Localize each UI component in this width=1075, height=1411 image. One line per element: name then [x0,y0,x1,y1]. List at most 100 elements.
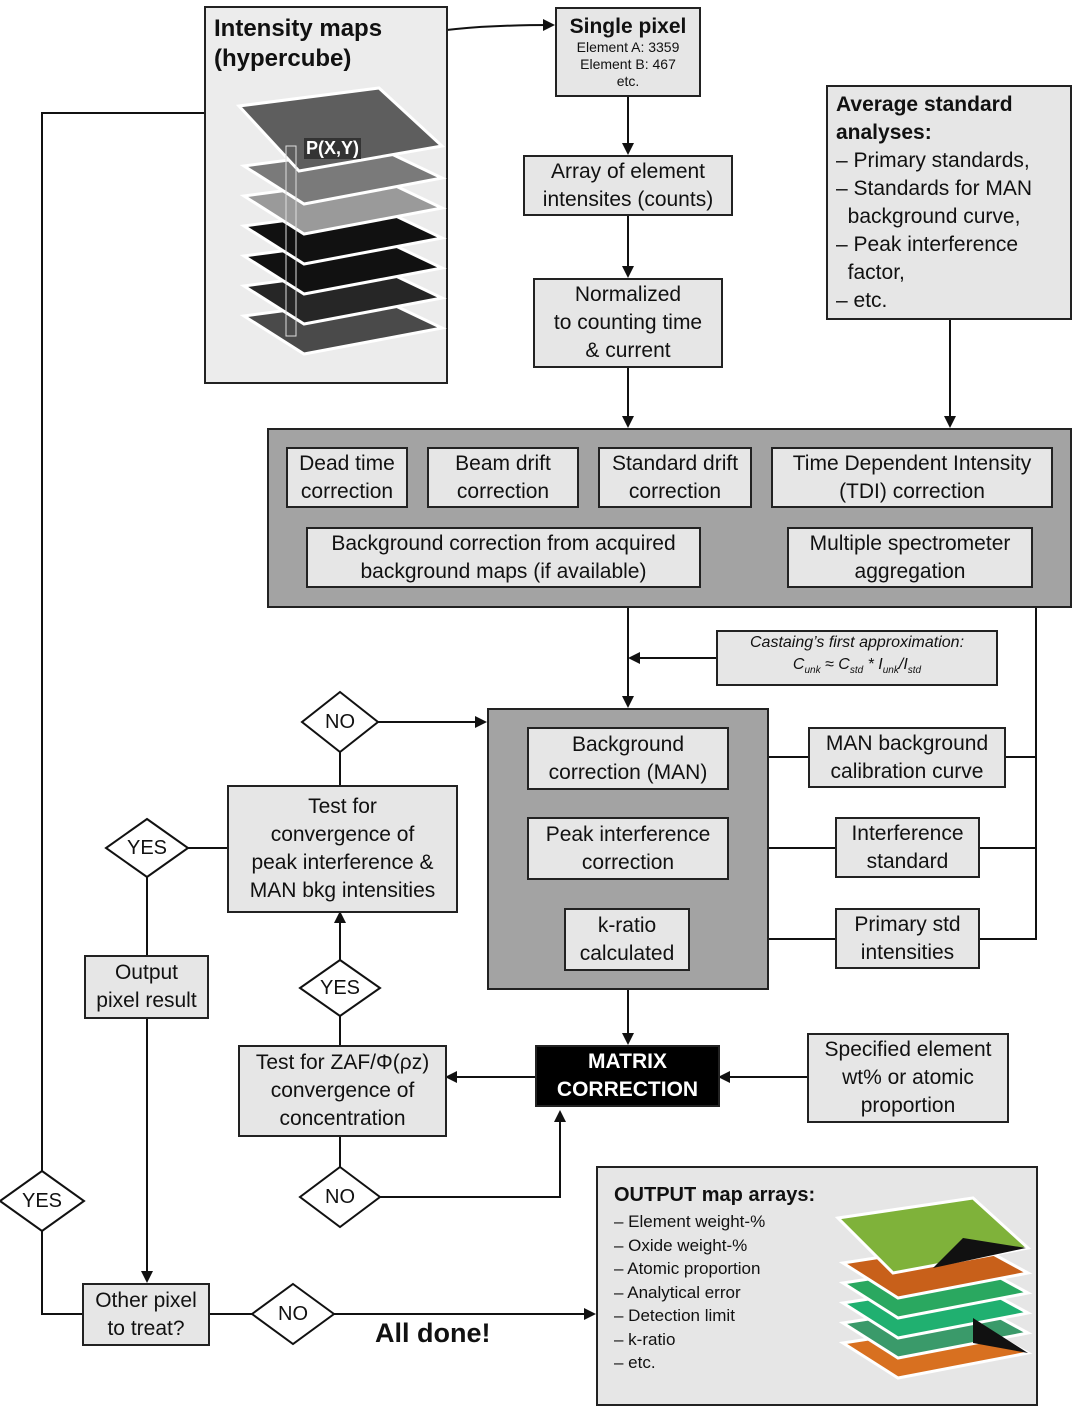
interf-std-box: Interference standard [835,817,980,878]
background-maps-line2: background maps (if available) [360,559,647,583]
test-peak-line1: Test for [308,795,377,818]
man-bg-line2: correction (MAN) [548,760,708,784]
primary-std-box: Primary std intensities [835,908,980,969]
formula-sub: std [849,665,864,677]
primary-std-line1: Primary std [854,912,961,936]
man-cal-line1: MAN background [825,731,989,755]
output-maps-item: – k-ratio [614,1329,676,1349]
standard-drift-line2: correction [628,479,722,503]
tdi-line2: (TDI) correction [839,479,985,503]
output-maps-item: – Analytical error [614,1282,741,1302]
interf-std-line2: standard [866,849,949,873]
peak-corr-line2: correction [581,850,675,874]
formula-i: I [903,656,908,673]
specified-line1: Specified element [824,1038,992,1061]
diamond-yes-left [104,817,190,879]
test-peak-line4: MAN bkg intensities [249,879,436,902]
test-peak-box: Test for convergence of peak interferenc… [227,785,458,913]
diamond-yes-far [0,1169,86,1233]
castaing-title: Castaing’s first approximation: [749,634,965,651]
multi-spectrometer-line2: aggregation [854,559,966,583]
matrix-line1: MATRIX [588,1050,667,1073]
pixel-label: P(X,Y) [304,138,362,159]
output-maps-item: – Detection limit [614,1306,735,1325]
standards-title-line1: Average standard [836,93,1013,116]
hypercube-title-line1: Intensity maps [214,15,383,42]
normalized-line2: to counting time [553,311,703,334]
output-map-stack-image [834,1196,1033,1380]
diamond-no-bottom [298,1165,382,1229]
multi-spectrometer-box: Multiple spectrometer aggregation [787,527,1033,588]
peak-corr-line1: Peak interference [545,822,711,846]
formula-op: / [898,656,904,673]
map-stack-image [235,86,447,356]
diamond-no-top [300,690,380,754]
kratio-box: k-ratio calculated [564,908,690,971]
peak-corr-box: Peak interference correction [527,817,729,880]
kratio-line1: k-ratio [597,913,657,937]
hypercube-title-line2: (hypercube) [214,45,352,72]
specified-line3: proportion [860,1094,956,1117]
test-peak-line3: peak interference & [251,851,434,874]
specified-element-box: Specified element wt% or atomic proporti… [807,1033,1009,1123]
output-maps-item: – Element weight-% [614,1212,766,1231]
standards-item: background curve, [836,205,1021,228]
decision-yes-far-label: YES [21,1189,63,1212]
formula-op: ≈ [820,656,839,673]
tdi-line1: Time Dependent Intensity [792,451,1032,475]
test-zaf-line2: convergence of [270,1079,415,1102]
formula-i: I [878,656,883,673]
background-maps-box: Background correction from acquired back… [306,527,701,588]
castaing-box: Castaing’s first approximation: Cunk ≈ C… [716,630,998,686]
formula-sub: unk [882,665,899,677]
test-peak-line2: convergence of [270,823,415,846]
single-pixel-title: Single pixel [569,14,687,38]
man-bg-box: Background correction (MAN) [527,727,729,790]
other-pixel-line2: to treat? [107,1316,185,1340]
output-maps-panel: OUTPUT map arrays: – Element weight-% – … [596,1166,1038,1406]
hypercube-panel: Intensity maps (hypercube) P(X,Y) [204,6,448,384]
dead-time-line1: Dead time [299,451,395,475]
output-maps-item: – Atomic proportion [614,1259,761,1278]
man-cal-box: MAN background calibration curve [808,727,1006,788]
single-pixel-line1: Element A: 3359 [576,38,680,55]
output-pixel-line1: Output [114,961,179,984]
dead-time-line2: correction [300,479,394,503]
output-maps-item: – etc. [614,1353,656,1372]
specified-line2: wt% or atomic [842,1066,974,1089]
single-pixel-line2: Element B: 467 [580,55,676,72]
standards-item: – Peak interference [836,233,1019,256]
test-zaf-line3: concentration [279,1107,406,1130]
decision-no-other-label: NO [278,1302,308,1325]
other-pixel-line1: Other pixel [95,1288,197,1312]
arrow-no-to-matrix [380,1110,566,1198]
test-zaf-line1: Test for ZAF/Φ(ρz) [255,1051,430,1074]
standards-title-line2: analyses: [836,121,932,144]
standards-item: – Standards for MAN [836,177,1033,200]
array-line1: Array of element [550,159,706,183]
beam-drift-line1: Beam drift [455,451,551,475]
output-maps-title: OUTPUT map arrays: [614,1184,816,1206]
normalized-box: Normalized to counting time & current [533,278,723,368]
beam-drift-line2: correction [456,479,550,503]
tdi-box: Time Dependent Intensity (TDI) correctio… [771,447,1053,508]
output-pixel-line2: pixel result [96,989,197,1012]
formula-sub: unk [804,665,821,677]
matrix-line2: CORRECTION [556,1078,699,1101]
formula-c: C [792,656,805,673]
castaing-formula: Cunk ≈ Cstd * Iunk/Istd [718,654,996,682]
standards-item: factor, [836,261,905,284]
standard-drift-line1: Standard drift [611,451,739,475]
decision-yes-mid-label: YES [319,976,361,999]
diamond-yes-mid [298,958,382,1018]
single-pixel-box: Single pixel Element A: 3359 Element B: … [555,7,701,97]
formula-op: * [863,656,879,673]
man-bg-line1: Background [571,732,685,756]
matrix-correction-box: MATRIX CORRECTION [535,1045,720,1107]
dead-time-box: Dead time correction [286,447,408,508]
formula-c: C [838,656,850,673]
decision-yes-left-label: YES [126,836,168,859]
single-pixel-line3: etc. [616,72,640,89]
standards-box: Average standard analyses: – Primary sta… [826,85,1072,320]
